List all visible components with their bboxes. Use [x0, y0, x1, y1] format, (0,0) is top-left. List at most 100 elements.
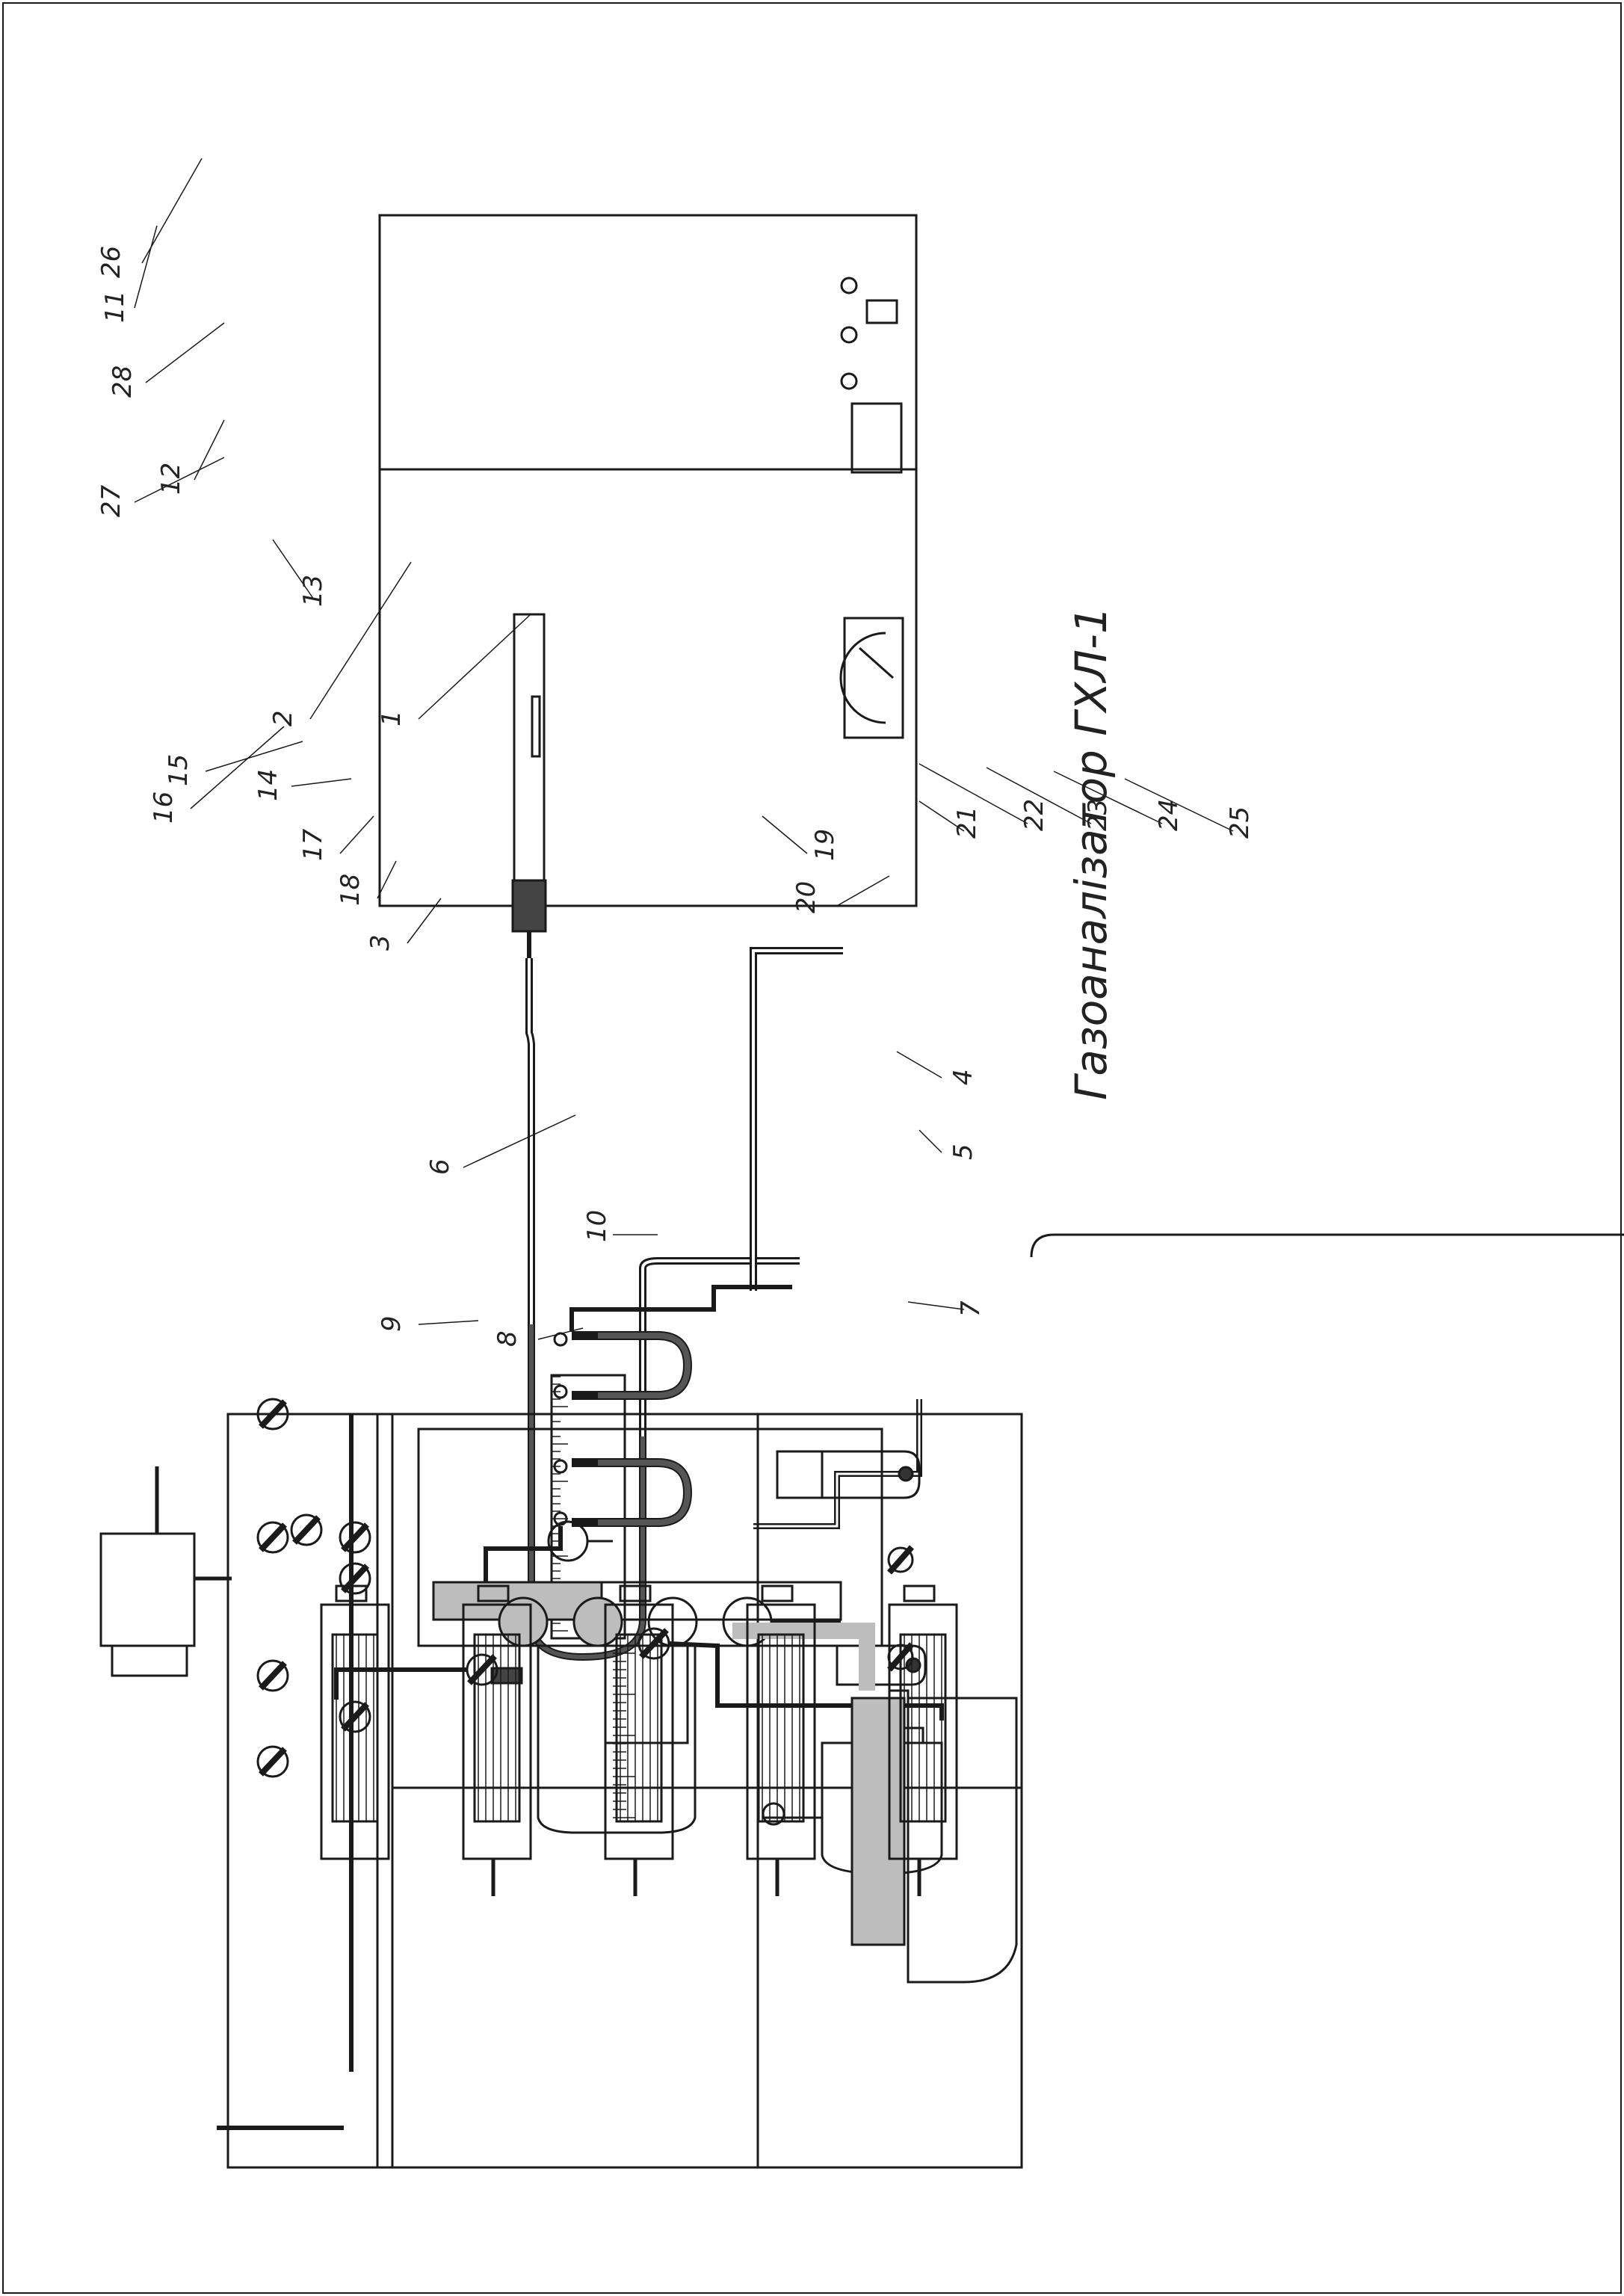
- absorber-2: [746, 1584, 816, 1896]
- drying-tube-6b-u: [572, 1458, 693, 1527]
- absorber-housing: [320, 1603, 390, 1860]
- callout-1: 1: [377, 710, 407, 726]
- absorber-tube-bundle: [331, 1633, 379, 1823]
- callout-21: 21: [952, 806, 982, 839]
- callout-25: 25: [1225, 806, 1255, 839]
- callout-8: 8: [493, 1330, 522, 1347]
- leader-23: [986, 767, 1092, 824]
- bubbler-4: [776, 1450, 921, 1499]
- drying-tube-6b: [572, 1458, 693, 1527]
- absorber-plug: [903, 1584, 936, 1602]
- absorber-plug: [761, 1584, 794, 1602]
- drying-tube-6a: [572, 1331, 693, 1400]
- leader-12: [194, 419, 225, 481]
- bottle-7-bulb: [762, 1802, 785, 1826]
- leader-7: [907, 1301, 965, 1310]
- valve-13: [339, 1700, 371, 1733]
- callout-24: 24: [1154, 799, 1184, 831]
- manifold-valves: [256, 1398, 371, 2072]
- valve-15-handle: [292, 1515, 321, 1545]
- tube-sample-boat: [531, 695, 541, 758]
- stopcock-6-2: [553, 1384, 568, 1399]
- leader-25: [1124, 778, 1234, 832]
- pipe-20-to-17: [732, 1623, 875, 1691]
- leader-28: [145, 322, 225, 383]
- callout-3: 3: [365, 934, 395, 951]
- callout-27: 27: [96, 484, 126, 517]
- leader-3: [407, 898, 442, 944]
- control-display: [850, 402, 903, 474]
- leader-4: [896, 1051, 942, 1078]
- leader-5: [918, 1129, 942, 1153]
- callout-22: 22: [1019, 799, 1049, 831]
- valve-28-handle: [341, 1522, 369, 1552]
- callout-10: 10: [582, 1210, 612, 1242]
- callout-15: 15: [164, 754, 194, 786]
- callout-13: 13: [298, 575, 328, 607]
- analyzer-title: Газоаналізатор ГХЛ-1: [1066, 606, 1117, 1100]
- absorber-housing: [888, 1603, 958, 1860]
- leader-15: [205, 741, 303, 772]
- valve-12: [256, 1745, 289, 1778]
- analyzer-frame: [226, 1413, 1023, 2169]
- valve-28: [339, 1521, 371, 1554]
- absorber-vessels: [320, 1584, 958, 1896]
- leader-24: [1053, 771, 1163, 824]
- callout-5: 5: [948, 1144, 978, 1160]
- leader-26: [141, 158, 203, 264]
- absorber-tube-bundle: [615, 1633, 663, 1823]
- control-knob-1: [840, 277, 858, 294]
- leader-13: [272, 539, 315, 600]
- absorber-housing: [604, 1603, 674, 1860]
- leader-6: [463, 1114, 576, 1168]
- leader-19: [762, 815, 808, 854]
- absorber-1: [888, 1584, 958, 1896]
- leader-17: [339, 815, 374, 854]
- callout-6: 6: [425, 1158, 455, 1175]
- furnace-body: [378, 214, 918, 907]
- manometer-pipe-a-core: [528, 958, 533, 1294]
- bubble-15: [547, 1520, 613, 1562]
- burette-8-body: [537, 1644, 697, 1834]
- callout-12: 12: [156, 463, 186, 495]
- leader-1: [418, 614, 531, 720]
- callout-7: 7: [956, 1300, 986, 1317]
- absorber-plug: [477, 1584, 510, 1602]
- callout-17: 17: [298, 828, 328, 861]
- callout-14: 14: [253, 769, 283, 801]
- absorber-housing: [462, 1603, 532, 1860]
- stopcock-6-4: [553, 1511, 568, 1526]
- control-knob-3: [840, 372, 858, 390]
- callout-leaders: [134, 158, 1234, 1340]
- leveling-bottle-20: [732, 1623, 1018, 1984]
- absorber-plug: [619, 1584, 652, 1602]
- drying-tube-6b-fill: [598, 1460, 691, 1525]
- tube-furnace: [378, 214, 918, 907]
- callout-23: 23: [1083, 799, 1113, 831]
- valve-27-handle: [259, 1661, 287, 1691]
- drying-tube-6a-u: [572, 1331, 693, 1400]
- leader-22: [918, 763, 1028, 824]
- callout-20: 20: [791, 881, 821, 913]
- valve-13-handle: [341, 1702, 369, 1732]
- bottle-20-body: [907, 1697, 1018, 1984]
- leader-18: [377, 860, 397, 899]
- valve-19-handle: [887, 1545, 914, 1575]
- drying-tube-6a-fill: [598, 1333, 691, 1398]
- control-knob-2: [840, 326, 858, 344]
- pipe-6-to-9: [484, 1526, 563, 1582]
- pipe-to-bubblers-core: [753, 1399, 921, 1528]
- callout-9: 9: [377, 1315, 407, 1332]
- absorber-tube-bundle: [757, 1633, 805, 1823]
- valve-13b: [256, 1521, 289, 1554]
- leader-20: [836, 875, 890, 907]
- bottle-20-fill: [850, 1697, 906, 1946]
- bulb-3: [572, 1596, 623, 1647]
- stopcock-6-3: [553, 1459, 568, 1474]
- valve-14: [339, 1562, 371, 1595]
